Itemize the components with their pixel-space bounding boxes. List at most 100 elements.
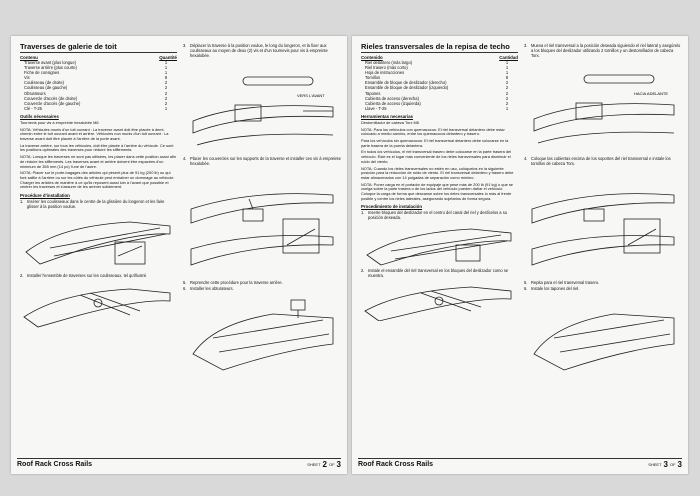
item-name: Cubierta de acceso (izquierda) — [365, 100, 421, 106]
step-item: 3. Déplacer la traverse à la position vo… — [183, 43, 328, 58]
tools-heading: Outils nécessaires — [20, 113, 59, 119]
step-item: 1. Inserte bloques del deslizador en el … — [361, 210, 508, 221]
step-item: 5. Repita para el riel transversal trase… — [524, 279, 600, 285]
left-column-1: Traverses de galerie de toit Contenu Qua… — [20, 42, 177, 331]
item-name: Cubierta de acceso (derecha) — [365, 95, 419, 101]
car-roof-illustration — [183, 294, 341, 374]
step-item: 1. Insérer les coulisseaux dans le centr… — [20, 199, 165, 209]
roof-illustration — [20, 212, 177, 272]
item-name: Ensamble de bloque de deslizador (derech… — [365, 80, 447, 86]
contents-row: Riel trasero (más corto)1 — [361, 65, 518, 70]
sheet-number: SHEET 3 OF 3 — [648, 460, 682, 469]
item-qty: 2 — [505, 90, 509, 96]
footer-title: Roof Rack Cross Rails — [17, 461, 93, 468]
contents-row: Coulisseau (de droite) 2 — [20, 80, 177, 85]
direction-label: VERS L'AVANT — [297, 93, 325, 98]
item-name: Tapones — [365, 90, 381, 96]
quantity-header: Cantidad — [499, 55, 518, 60]
step-item: 2. Installer l'ensemble de traverses sur… — [20, 272, 148, 278]
step-item: 4. Placer les couvercles sur les support… — [183, 155, 341, 166]
item-name: Hoja de instrucciones — [365, 70, 405, 76]
step-item: 2. Instale el ensamble del riel transver… — [361, 268, 509, 279]
instruction-sheet-spanish: Rieles transversales de la repisa de tec… — [352, 36, 688, 474]
item-qty: 1 — [505, 70, 509, 76]
item-name: Traverse arrière (plus courte) — [24, 65, 77, 71]
step-item: 5. Reprendre cette procédure pour la tra… — [183, 279, 283, 285]
item-name: Tornillos — [365, 75, 381, 81]
item-qty: 2 — [505, 100, 509, 106]
contents-row: Tornillos 8 — [361, 75, 518, 80]
contents-row: Cubierta de acceso (derecha) 2 — [361, 96, 518, 101]
step-item: 4. Coloque las cubiertas encima de los s… — [524, 155, 671, 166]
contents-row: Couvercle d'accès (de droite) 2 — [20, 96, 177, 101]
item-name: Couvercle d'accès (de gauche) — [24, 100, 81, 106]
rail-illustration — [524, 169, 682, 279]
note-paragraph: NOTA: Véhicules munis d'un toit ouvrant … — [20, 126, 169, 142]
step-item: 6. Instale los tapones del riel. — [524, 286, 580, 292]
contents-header: Contenu — [20, 55, 38, 60]
page-title: Rieles transversales de la repisa de tec… — [361, 42, 518, 53]
item-qty: 2 — [164, 85, 168, 91]
roof-illustration — [361, 223, 518, 267]
step-item: 3. Mueva el riel transversal a la posici… — [524, 43, 681, 58]
contents-row: Riel delantero (más largo)1 — [361, 60, 518, 65]
instruction-sheet-french: Traverses de galerie de toit Contenu Qua… — [11, 36, 347, 474]
item-qty: 2 — [505, 95, 509, 101]
rail-illustration — [183, 169, 341, 279]
note-paragraph: NOTA: Lorsque les traverses ne sont pas … — [20, 154, 177, 169]
contents-header: Contenido — [361, 55, 383, 60]
item-name: Fiche de consignes — [24, 70, 60, 76]
item-qty: 2 — [505, 85, 509, 91]
item-qty: 1 — [164, 70, 168, 76]
contents-row: Ensamble de bloque de deslizador (derech… — [361, 80, 518, 85]
tools-text: Tournevis pour vis à empreinte hexalobée… — [20, 119, 99, 125]
contents-row: Hoja de instrucciones 1 — [361, 70, 518, 75]
item-qty: 8 — [164, 75, 168, 81]
item-qty: 1 — [505, 65, 509, 71]
item-name: Coulisseau (de gauche) — [24, 85, 68, 91]
contents-row: Fiche de consignes 1 — [20, 70, 177, 75]
item-qty: 2 — [164, 95, 168, 101]
contents-row: Coulisseau (de gauche) 2 — [20, 85, 177, 90]
item-qty: 1 — [164, 65, 168, 71]
right-column-2: 3. Mueva el riel transversal a la posici… — [524, 42, 682, 376]
item-name: Riel delantero (más largo) — [365, 60, 413, 65]
rail-illustration: VERS L'AVANT — [183, 61, 341, 155]
sheet-number: SHEET 2 OF 3 — [307, 460, 341, 469]
item-name: Couvercle d'accès (de droite) — [24, 95, 78, 101]
body-paragraph: La traverse arrière, sur tous les véhicu… — [20, 142, 174, 153]
item-qty: 8 — [505, 75, 509, 81]
install-heading: Procédure d'installation — [20, 193, 70, 199]
tools-heading: Herramientas necesarias — [361, 113, 413, 119]
item-name: Coulisseau (de droite) — [24, 80, 65, 86]
contents-row: Couvercle d'accès (de gauche)2 — [20, 101, 177, 106]
item-name: Ensamble de bloque de deslizador (izquie… — [365, 85, 449, 91]
contents-row: Traverse arrière (plus courte) 1 — [20, 65, 177, 70]
note-paragraph: NOTA: Placer sur le porte-bagages des ar… — [20, 170, 175, 190]
install-heading: Procedimiento de instalación — [361, 204, 422, 210]
tools-text: Destornillador de cabeza Torx M6 — [361, 119, 419, 125]
page-footer: Roof Rack Cross Rails SHEET 2 OF 3 — [17, 458, 341, 470]
note-paragraph: NOTA: Cuando los rieles transversales no… — [361, 165, 514, 180]
step-item: 6. Installer les obturateurs. — [183, 286, 234, 292]
page-footer: Roof Rack Cross Rails SHEET 3 OF 3 — [358, 458, 682, 470]
quantity-header: Quantité — [159, 55, 177, 60]
direction-label: HACIA ADELANTE — [634, 91, 668, 96]
contents-row: Cubierta de acceso (izquierda) 2 — [361, 101, 518, 106]
roof-illustration — [361, 281, 518, 322]
contents-row: Tapones 2 — [361, 91, 518, 96]
item-name: Llave - T-25 — [365, 105, 387, 111]
item-qty: 1 — [164, 105, 168, 111]
footer-title: Roof Rack Cross Rails — [358, 461, 434, 468]
contents-row: Llave - T-25 1 — [361, 106, 518, 111]
note-paragraph: NOTA: Poner carga en el portador de equi… — [361, 181, 513, 201]
item-name: Obturateurs — [24, 90, 46, 96]
roof-illustration — [20, 281, 177, 329]
item-qty: 2 — [164, 80, 168, 86]
item-qty: 1 — [505, 105, 509, 111]
item-qty: 2 — [505, 80, 509, 86]
